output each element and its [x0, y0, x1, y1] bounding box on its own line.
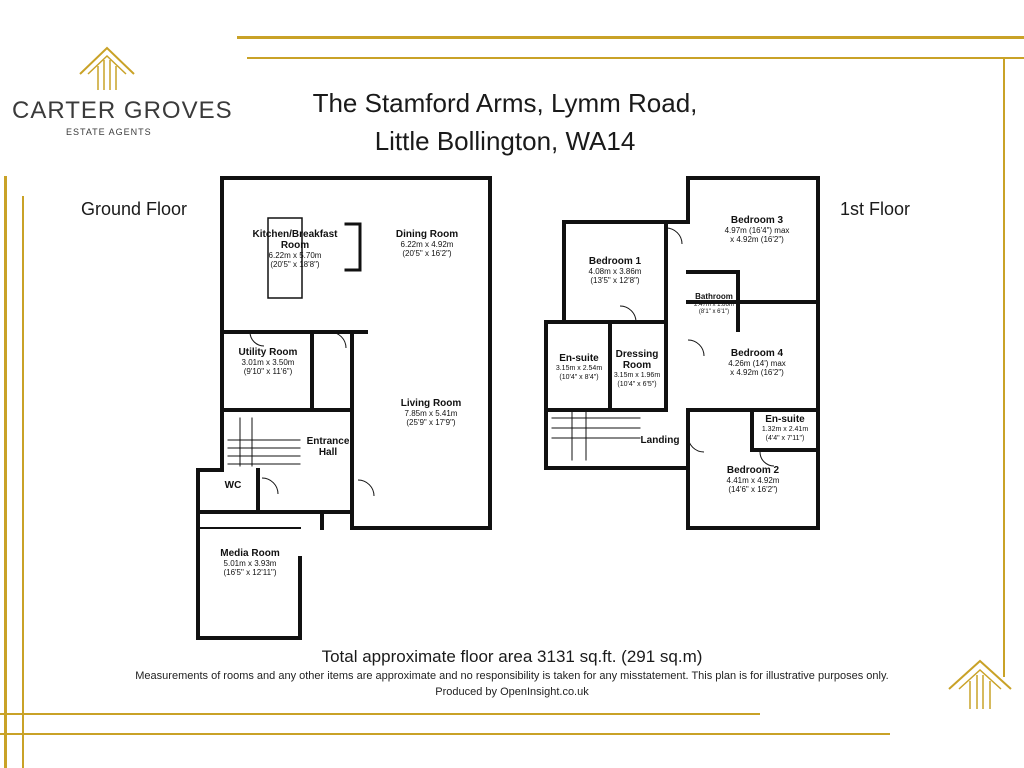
room-dressing: Dressing Room 3.15m x 1.96m (10'4" x 6'5… [610, 349, 664, 389]
room-dimension-imperial: (10'4" x 8'4") [559, 374, 599, 381]
first-floor-stairs [551, 409, 641, 461]
room-dimension-imperial: (10'4" x 6'5") [617, 381, 657, 388]
room-dimension-imperial: (20'5" x 18'8") [270, 260, 320, 269]
room-dimension-metric: 1.32m x 2.41m [761, 426, 809, 433]
room-dimension-metric: 5.01m x 3.93m [223, 559, 277, 568]
dining-bracket [344, 222, 362, 272]
total-floor-area: Total approximate floor area 3131 sq.ft.… [321, 647, 703, 666]
room-bedroom-4: Bedroom 4 4.26m (14') max x 4.92m (16'2"… [712, 348, 802, 377]
frame-line-bottom-inner [0, 733, 890, 735]
room-name: Entrance Hall [306, 436, 350, 458]
frame-line-left-inner [22, 196, 24, 768]
brand-subtitle: ESTATE AGENTS [66, 127, 152, 137]
room-ensuite-2: En-suite 1.32m x 2.41m (4'4" x 7'11") [754, 414, 816, 443]
room-name: Living Room [400, 398, 462, 409]
room-dimension-metric: 3.15m x 2.54m [555, 365, 603, 372]
room-dimension-imperial: (9'10" x 11'6") [243, 367, 293, 376]
frame-line-bottom-outer [0, 713, 760, 715]
room-utility: Utility Room 3.01m x 3.50m (9'10" x 11'6… [232, 347, 304, 376]
room-name: Utility Room [238, 347, 298, 358]
room-entrance-hall: Entrance Hall [300, 436, 356, 458]
room-name: Bathroom [695, 292, 733, 301]
room-name: Media Room [220, 548, 280, 559]
brand-name: CARTER GROVES [12, 97, 233, 124]
room-dimension-imperial: (20'5" x 16'2") [402, 249, 452, 258]
page-title-line2: Little Bollington, WA14 [374, 126, 636, 156]
room-living: Living Room 7.85m x 5.41m (25'9" x 17'9"… [385, 398, 477, 427]
room-dimension-metric: 7.85m x 5.41m [404, 409, 458, 418]
room-dimension-metric: 6.22m x 4.92m [400, 240, 454, 249]
room-name: Bedroom 4 [730, 348, 784, 359]
room-dimension-metric: 4.41m x 4.92m [726, 476, 780, 485]
measurement-disclaimer: Measurements of rooms and any other item… [135, 670, 889, 682]
room-name: Kitchen/Breakfast Room [252, 229, 338, 251]
first-floor-label: 1st Floor [840, 199, 911, 219]
room-name: Landing [640, 435, 680, 446]
room-media: Media Room 5.01m x 3.93m (16'5" x 12'11"… [212, 548, 288, 577]
room-kitchen-breakfast: Kitchen/Breakfast Room 6.22m x 5.70m (20… [240, 229, 350, 269]
room-bedroom-3: Bedroom 3 4.97m (16'4") max x 4.92m (16'… [712, 215, 802, 244]
corner-logo-icon [948, 659, 1012, 709]
room-dimension-metric: 2.47m x 1.86m [694, 302, 734, 308]
produced-by-credit: Produced by OpenInsight.co.uk [435, 686, 589, 698]
ground-floor-label: Ground Floor [81, 199, 188, 219]
room-dimension-imperial: (8'1" x 6'1") [698, 309, 730, 315]
room-name: WC [224, 480, 242, 491]
room-dimension-imperial: x 4.92m (16'2") [730, 235, 784, 244]
room-dimension-imperial: (25'9" x 17'9") [406, 418, 456, 427]
frame-line-top-inner [247, 57, 1024, 59]
room-ensuite-1: En-suite 3.15m x 2.54m (10'4" x 8'4") [550, 353, 608, 382]
room-landing: Landing [636, 435, 684, 446]
room-dimension-metric: 4.97m (16'4") max [724, 226, 790, 235]
room-name: En-suite [765, 414, 805, 425]
room-bathroom: Bathroom 2.47m x 1.86m (8'1" x 6'1") [690, 291, 738, 316]
room-bedroom-2: Bedroom 2 4.41m x 4.92m (14'6" x 16'2") [708, 465, 798, 494]
brand-logo-icon [79, 46, 135, 90]
page-title-line1: The Stamford Arms, Lymm Road, [312, 88, 698, 118]
room-dimension-imperial: (16'5" x 12'11") [223, 568, 277, 577]
room-bedroom-1: Bedroom 1 4.08m x 3.86m (13'5" x 12'8") [578, 256, 652, 285]
frame-line-right-outer [1003, 57, 1005, 677]
room-dimension-imperial: (4'4" x 7'11") [765, 435, 805, 442]
room-dimension-imperial: (13'5" x 12'8") [590, 276, 640, 285]
frame-line-left-outer [4, 176, 7, 768]
room-dining: Dining Room 6.22m x 4.92m (20'5" x 16'2"… [387, 229, 467, 258]
room-name: Bedroom 1 [588, 256, 642, 267]
kitchen-island [267, 217, 303, 299]
room-name: Bedroom 2 [726, 465, 780, 476]
ground-floor-stairs [227, 417, 301, 467]
room-dimension-metric: 3.01m x 3.50m [241, 358, 295, 367]
room-name: En-suite [559, 353, 599, 364]
room-dimension-imperial: (14'6" x 16'2") [728, 485, 778, 494]
first-floor-outer-wall [544, 176, 820, 530]
room-name: Dressing Room [615, 349, 659, 371]
room-wc: WC [218, 480, 248, 491]
room-name: Dining Room [395, 229, 459, 240]
room-dimension-imperial: x 4.92m (16'2") [730, 368, 784, 377]
ground-floor-left-wall [196, 176, 302, 640]
room-dimension-metric: 6.22m x 5.70m [268, 251, 322, 260]
room-dimension-metric: 4.08m x 3.86m [588, 267, 642, 276]
room-name: Bedroom 3 [730, 215, 784, 226]
door-swings [249, 227, 775, 497]
room-dimension-metric: 4.26m (14') max [728, 359, 786, 368]
room-dimension-metric: 3.15m x 1.96m [613, 372, 661, 379]
frame-line-top-outer [237, 36, 1024, 39]
